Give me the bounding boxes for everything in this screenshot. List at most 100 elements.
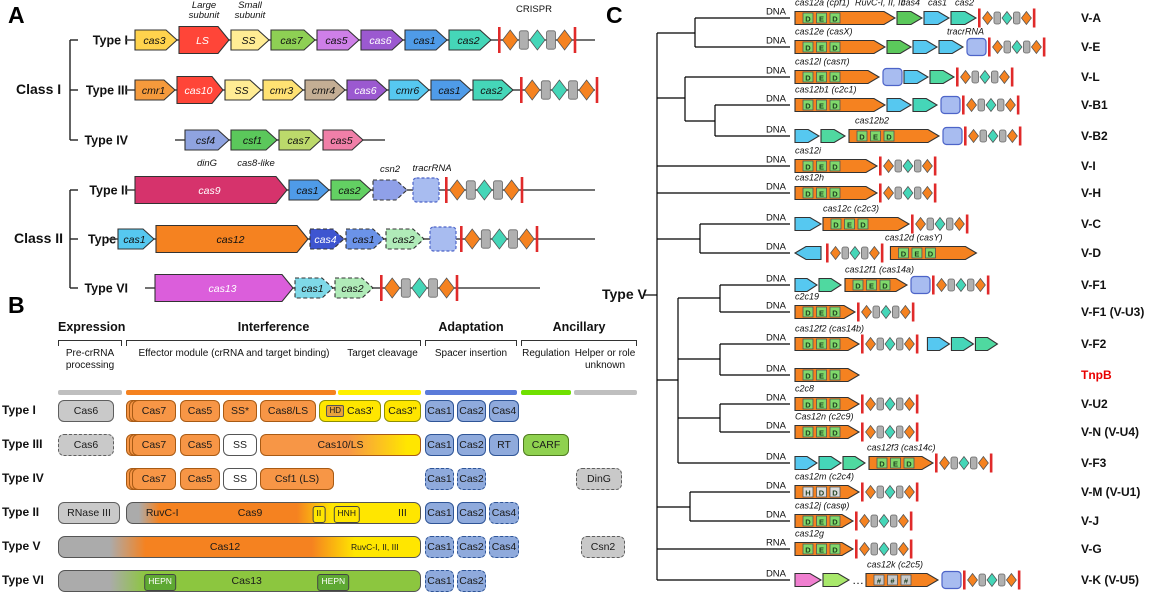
module-Cas2: Cas2	[457, 400, 486, 422]
gene-cas3	[134, 29, 178, 51]
domain-box	[883, 130, 895, 142]
tracrRNA-box	[966, 37, 987, 57]
gene-cas1	[294, 277, 334, 299]
gene-arrow	[372, 179, 408, 201]
gene-label: SS	[234, 85, 248, 97]
crispr-array	[861, 482, 919, 502]
crispr-array	[857, 302, 915, 322]
domain-box	[829, 515, 841, 527]
module-Cas7: Cas7	[132, 400, 176, 422]
gene-cmr1	[134, 79, 176, 101]
domain-box	[898, 247, 909, 259]
nucleic-acid-label: DNA	[766, 66, 787, 77]
gene-arrow	[974, 336, 999, 352]
column-bracket	[126, 340, 421, 346]
module-Cas2: Cas2	[457, 502, 486, 524]
domain-letter: D	[805, 545, 811, 554]
gene-label: cas1	[301, 283, 323, 295]
domain-box	[829, 426, 841, 438]
gene-cas5	[322, 129, 364, 151]
domain-box	[802, 426, 814, 438]
gene-arrow	[923, 10, 951, 26]
tracrRNA-box	[940, 95, 961, 115]
domain-box	[879, 279, 891, 291]
subcolumn-label: Regulation	[522, 348, 570, 359]
domain-letter: D	[832, 308, 838, 317]
gene-label: cas2	[392, 234, 414, 246]
domain-letter: D	[901, 249, 907, 258]
gene-arrow	[886, 97, 913, 113]
gene-arrow	[794, 455, 819, 471]
gene-arrow	[794, 128, 821, 144]
gene-label: cas1	[123, 234, 145, 246]
domain-box	[802, 486, 814, 498]
gene-label: cas1	[413, 35, 435, 47]
subtype-label: V-D	[1081, 246, 1101, 260]
domain-box	[816, 306, 827, 318]
gene-name: cas12k (c2c5)	[867, 560, 923, 570]
domain-letter: D	[805, 189, 811, 198]
domain-letter: D	[882, 281, 888, 290]
gene-cas2	[334, 277, 374, 299]
gene-cas2	[385, 228, 425, 250]
domain-box	[816, 41, 827, 53]
annotation: Small	[238, 0, 263, 11]
domain-box	[802, 187, 814, 199]
row-type-label: Type V	[2, 539, 41, 553]
domain-box	[829, 41, 841, 53]
crispr-array	[962, 95, 1020, 115]
annotation: subunit	[189, 10, 220, 21]
crispr-array	[932, 275, 990, 295]
gene-LS	[178, 25, 230, 55]
gene-name: cas12b2	[855, 116, 889, 126]
gene-label: csf4	[196, 135, 215, 147]
module-RT: RT	[489, 434, 519, 456]
nucleic-acid-label: DNA	[766, 36, 787, 47]
nucleic-acid-label: DNA	[766, 452, 787, 463]
domain-box	[816, 338, 827, 350]
gene-arrow	[818, 455, 843, 471]
gene-name: cas4	[901, 0, 920, 8]
gene-name: cas12f3 (cas14c)	[867, 443, 936, 453]
module-Cas1: Cas1	[425, 468, 454, 490]
gene-label: cas12	[216, 234, 244, 246]
type-label: Type IV	[84, 134, 128, 148]
subcolumn-label: Effector module (crRNA and target bindin…	[138, 348, 330, 359]
nucleic-acid-label: RNA	[766, 538, 787, 549]
crispr-array	[861, 422, 919, 442]
domain-box	[802, 369, 814, 381]
domain-letter: D	[805, 400, 811, 409]
gene-cas7	[270, 29, 316, 51]
hd-domain: HD	[326, 405, 345, 417]
module-Cas1: Cas1	[425, 502, 454, 524]
gene-label: cmr4	[312, 85, 335, 97]
domain-box	[816, 486, 827, 498]
row-type-label: Type III	[2, 437, 43, 451]
gene-name: cas12i	[795, 146, 822, 156]
domain-box	[852, 279, 864, 291]
module-DinG: DinG	[576, 468, 622, 490]
subtype-label: V-B2	[1081, 129, 1108, 143]
subtype-label: V-G	[1081, 542, 1102, 556]
gene-name: cas12d (casY)	[885, 233, 943, 243]
type-label: Type II	[89, 184, 128, 198]
domain-box	[887, 574, 898, 586]
module-Cas2: Cas2	[457, 570, 486, 592]
domain-box	[829, 369, 841, 381]
domain-box	[890, 457, 901, 469]
domain-box	[816, 515, 827, 527]
crispr-array	[978, 8, 1036, 28]
gene-cas9	[134, 175, 288, 205]
domain-letter: E	[893, 459, 898, 468]
domain-letter: #	[877, 576, 882, 585]
domain-letter: D	[832, 43, 838, 52]
domain-letter: D	[860, 220, 866, 229]
gene-cas7	[278, 129, 322, 151]
domain-box	[816, 99, 827, 111]
gene-arrow	[896, 10, 924, 26]
gene-SS	[230, 29, 270, 51]
domain-box	[816, 71, 827, 83]
crispr-array	[826, 243, 884, 263]
